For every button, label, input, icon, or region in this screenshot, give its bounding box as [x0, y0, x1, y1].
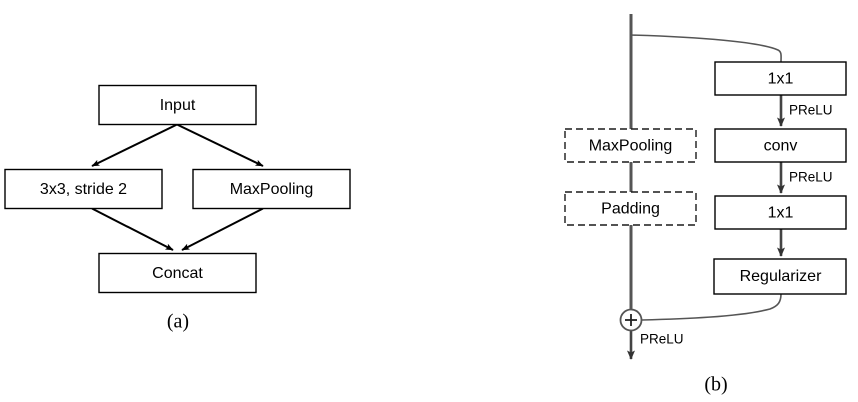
node-concat[interactable]: Concat [98, 252, 257, 294]
branch-curve-bottom [641, 293, 782, 321]
node-padding[interactable]: Padding [564, 191, 697, 226]
node-conv1x1-bottom-label: 1x1 [768, 205, 794, 222]
node-regularizer-label: Regularizer [740, 268, 822, 285]
node-conv1x1-top[interactable]: 1x1 [714, 61, 847, 96]
edge-label-prelu-2: PReLU [789, 170, 833, 185]
node-concat-label: Concat [152, 265, 203, 282]
edge-label-prelu-1: PReLU [789, 103, 833, 118]
edge-input-to-maxpooling [176, 123, 264, 167]
node-conv33-stride2-label: 3x3, stride 2 [40, 181, 127, 198]
node-padding-label: Padding [601, 201, 660, 218]
subfigure-a: Input 3x3, stride 2 MaxPooling Concat (a… [4, 84, 351, 333]
node-conv-label: conv [764, 138, 798, 155]
node-maxpooling-a-label: MaxPooling [230, 181, 314, 198]
node-maxpooling-b[interactable]: MaxPooling [564, 128, 697, 163]
node-conv33-stride2[interactable]: 3x3, stride 2 [4, 168, 163, 210]
node-maxpooling-a[interactable]: MaxPooling [192, 168, 351, 210]
edge-maxpooling-to-concat [181, 207, 264, 251]
edge-label-prelu-3: PReLU [640, 332, 684, 347]
edge-input-to-conv33 [91, 123, 178, 167]
subfigure-b: MaxPooling Padding 1x1 conv 1x1 [564, 14, 847, 396]
node-maxpooling-b-label: MaxPooling [589, 138, 673, 155]
node-conv1x1-top-label: 1x1 [768, 71, 794, 88]
branch-curve-top [630, 34, 782, 63]
edge-conv33-to-concat [91, 207, 174, 251]
node-conv[interactable]: conv [714, 128, 847, 163]
operator-add[interactable] [619, 308, 643, 332]
node-input[interactable]: Input [98, 84, 257, 126]
node-input-label: Input [160, 97, 196, 114]
subfigure-a-caption: (a) [167, 311, 189, 333]
node-conv1x1-bottom[interactable]: 1x1 [714, 195, 847, 230]
subfigure-b-caption: (b) [704, 374, 727, 396]
node-regularizer[interactable]: Regularizer [713, 258, 847, 295]
